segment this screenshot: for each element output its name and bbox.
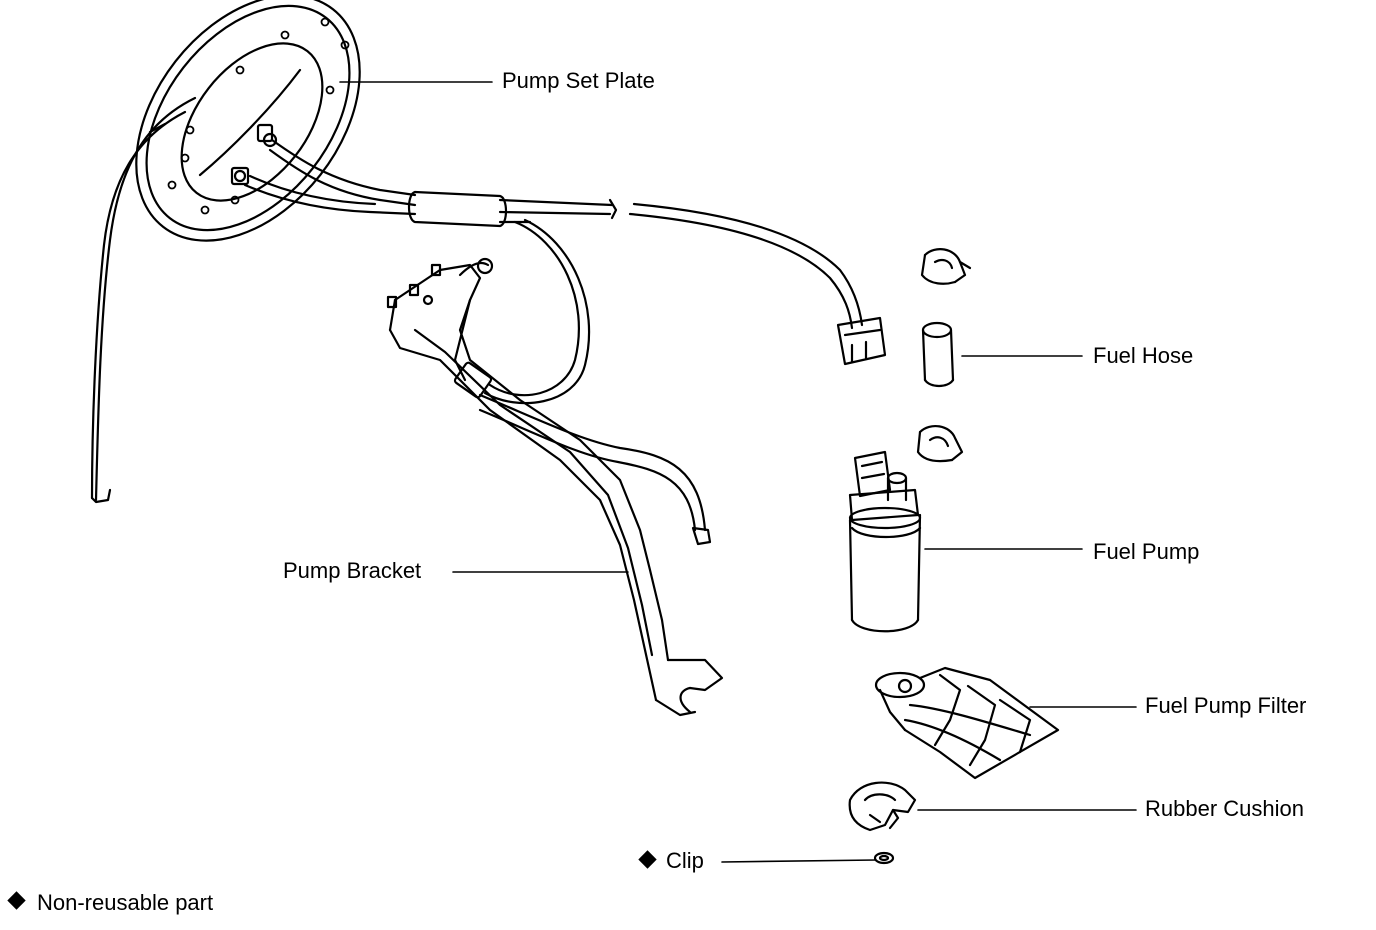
label-rubber-cushion: Rubber Cushion: [1145, 796, 1304, 821]
label-fuel-pump-filter: Fuel Pump Filter: [1145, 693, 1307, 718]
label-fuel-pump: Fuel Pump: [1093, 539, 1200, 564]
fuel-hose-drawing: [921, 321, 955, 388]
wire-harness-drawing: [243, 138, 887, 405]
rubber-cushion-drawing: [848, 781, 917, 832]
lower-hose-clamp-drawing: [916, 424, 964, 463]
label-clip: Clip: [666, 848, 704, 873]
leader-lines: [339, 81, 1137, 863]
fuel-pump-drawing: [848, 450, 922, 633]
pump-bracket-drawing: [386, 257, 724, 717]
legend-text: Non-reusable part: [37, 890, 214, 915]
pump-set-plate-drawing: [135, 0, 361, 242]
return-tube-drawing: [90, 96, 197, 504]
label-pump-set-plate: Pump Set Plate: [502, 68, 655, 93]
clip-drawing: [873, 851, 895, 865]
label-fuel-hose: Fuel Hose: [1093, 343, 1194, 368]
fuel-pump-filter-drawing: [874, 666, 1060, 780]
label-pump-bracket: Pump Bracket: [283, 558, 422, 583]
upper-hose-clamp-drawing: [920, 248, 972, 285]
